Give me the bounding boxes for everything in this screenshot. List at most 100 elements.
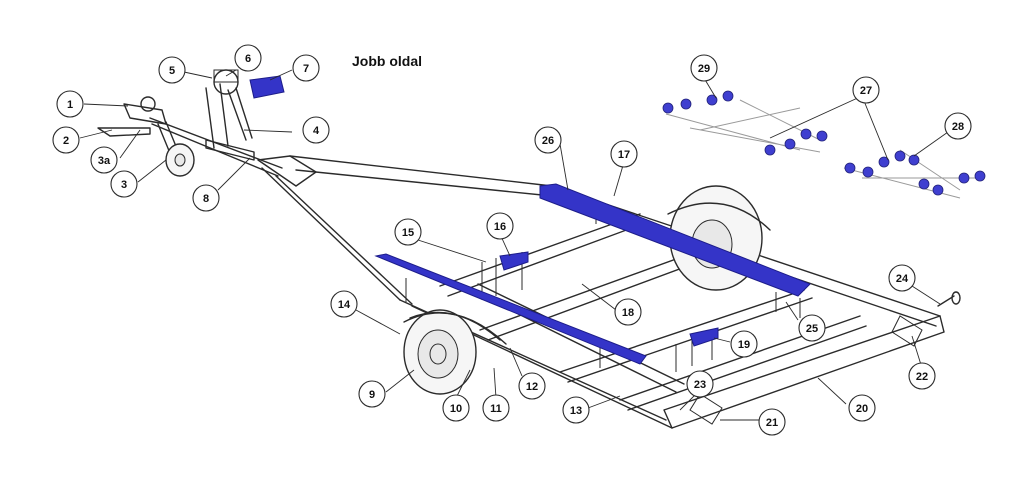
callout-6: 6 <box>234 44 262 72</box>
winch-strap <box>249 75 285 99</box>
callout-17: 17 <box>610 140 638 168</box>
callout-number: 5 <box>169 65 175 77</box>
callout-circle <box>56 90 84 118</box>
callout-number: 1 <box>67 99 73 111</box>
callout-circle <box>358 380 386 408</box>
callout-circle <box>730 330 758 358</box>
callout-number: 17 <box>618 149 630 161</box>
callout-number: 4 <box>313 125 320 137</box>
callout-4: 4 <box>302 116 330 144</box>
callout-number: 7 <box>303 63 309 75</box>
callout-number: 14 <box>338 299 351 311</box>
coupler <box>97 96 167 137</box>
callout-27: 27 <box>852 76 880 104</box>
callout-9: 9 <box>358 380 386 408</box>
callout-20: 20 <box>848 394 876 422</box>
callout-number: 26 <box>542 135 554 147</box>
callout-circle <box>292 54 320 82</box>
callout-circle <box>90 146 118 174</box>
callout-21: 21 <box>758 408 786 436</box>
callout-28: 28 <box>944 112 972 140</box>
callout-number: 18 <box>622 307 634 319</box>
callout-3a: 3a <box>90 146 118 174</box>
callout-number: 24 <box>896 273 909 285</box>
callout-number: 15 <box>402 227 414 239</box>
callout-circle <box>908 362 936 390</box>
callout-circle <box>518 372 546 400</box>
winch-post <box>205 69 255 161</box>
callout-number: 8 <box>203 193 209 205</box>
bunk-pad-rear <box>689 327 719 347</box>
leader-lines <box>79 69 949 421</box>
callout-number: 3a <box>98 155 111 167</box>
callout-18: 18 <box>614 298 642 326</box>
callout-circle <box>888 264 916 292</box>
callout-circle <box>192 184 220 212</box>
callout-number: 25 <box>806 323 818 335</box>
bunk-pad-front <box>499 251 529 271</box>
left-bunk <box>374 253 647 365</box>
callout-14: 14 <box>330 290 358 318</box>
callout-number: 23 <box>694 379 706 391</box>
callout-circle <box>610 140 638 168</box>
jockey-wheel <box>157 121 195 177</box>
callout-3: 3 <box>110 170 138 198</box>
callout-circle <box>486 212 514 240</box>
callout-15: 15 <box>394 218 422 246</box>
callout-23: 23 <box>686 370 714 398</box>
callout-29: 29 <box>690 54 718 82</box>
callout-circle <box>534 126 562 154</box>
callout-22: 22 <box>908 362 936 390</box>
callout-number: 22 <box>916 371 928 383</box>
callout-circle <box>944 112 972 140</box>
callout-number: 12 <box>526 381 538 393</box>
callout-circle <box>52 126 80 154</box>
left-wheel <box>403 309 507 395</box>
callout-circle <box>758 408 786 436</box>
callout-19: 19 <box>730 330 758 358</box>
callout-1: 1 <box>56 90 84 118</box>
callout-circle <box>394 218 422 246</box>
callout-11: 11 <box>482 394 510 422</box>
callout-number: 3 <box>121 179 127 191</box>
callout-24: 24 <box>888 264 916 292</box>
callout-12: 12 <box>518 372 546 400</box>
callout-circle <box>690 54 718 82</box>
callout-number: 16 <box>494 221 506 233</box>
callout-number: 6 <box>245 53 251 65</box>
roller-assembly-b <box>843 149 986 199</box>
callout-2: 2 <box>52 126 80 154</box>
callout-number: 9 <box>369 389 375 401</box>
callout-circle <box>562 396 590 424</box>
callout-circle <box>158 56 186 84</box>
callout-5: 5 <box>158 56 186 84</box>
trailer-frame <box>149 117 945 429</box>
callout-circle <box>330 290 358 318</box>
callout-circle <box>852 76 880 104</box>
callout-number: 19 <box>738 339 750 351</box>
callout-circle <box>302 116 330 144</box>
callout-circle <box>848 394 876 422</box>
callout-number: 27 <box>860 85 872 97</box>
callout-10: 10 <box>442 394 470 422</box>
right-bunk <box>539 183 811 297</box>
callout-number: 2 <box>63 135 69 147</box>
callout-circle <box>686 370 714 398</box>
callout-circle <box>798 314 826 342</box>
callout-8: 8 <box>192 184 220 212</box>
callout-circle <box>234 44 262 72</box>
callout-16: 16 <box>486 212 514 240</box>
callout-26: 26 <box>534 126 562 154</box>
roller-assembly-a <box>662 90 828 156</box>
callout-number: 13 <box>570 405 582 417</box>
callout-13: 13 <box>562 396 590 424</box>
callout-circle <box>614 298 642 326</box>
callout-number: 11 <box>490 403 502 415</box>
callout-circle <box>442 394 470 422</box>
callout-number: 10 <box>450 403 462 415</box>
callout-25: 25 <box>798 314 826 342</box>
callout-number: 29 <box>698 63 710 75</box>
side-title: Jobb oldal <box>352 53 422 69</box>
